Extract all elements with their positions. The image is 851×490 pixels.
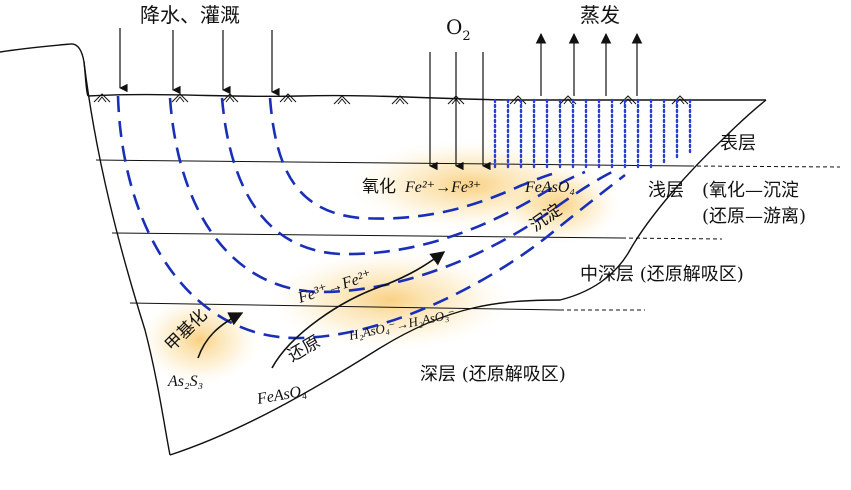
flow-line-3 — [220, 97, 586, 256]
evaporation-label: 蒸发 — [580, 3, 620, 27]
oxygen-arrows — [429, 52, 491, 171]
flow-line-1 — [116, 95, 626, 340]
deep-layer-label: 深层 (还原解吸区) — [420, 364, 566, 385]
basin-left-wall — [83, 61, 171, 456]
glow-reduction — [270, 250, 510, 350]
reaction-glows — [140, 140, 620, 385]
shallow-layer-label: 浅层 — [648, 180, 684, 201]
precipitation-arrows — [119, 28, 280, 97]
shallow-note-reduction: (还原—游离) — [702, 206, 806, 227]
boundary-surface-shallow — [95, 159, 691, 167]
land-surface-left — [0, 43, 89, 97]
methylation-arrow — [197, 312, 244, 359]
reaction-arrows — [197, 251, 446, 369]
boundary-surface-shallow-dashed — [689, 165, 841, 168]
capillary-dots — [493, 98, 692, 170]
boundary-shallow-mid-dashed — [621, 237, 723, 240]
oxygen-label: O2 — [446, 15, 471, 44]
ground-surface — [87, 93, 766, 101]
flow-line-4 — [268, 97, 553, 220]
precip-label: 降水、灌溉 — [140, 3, 240, 27]
feaso4-top-label: FeAsO₄ — [524, 179, 575, 196]
mid-layer-label: 中深层 (还原解吸区) — [580, 264, 744, 285]
feaso4-bottom-label: FeAsO₄ — [255, 383, 308, 409]
basin-bottom — [169, 99, 767, 456]
shallow-note-oxidation: (氧化—沉淀 — [702, 180, 799, 201]
boundary-shallow-mid — [111, 232, 623, 239]
as2s3-label: As₂S₃ — [167, 373, 203, 390]
fe2-to-fe3-label: Fe²⁺→Fe³⁺ — [404, 179, 481, 196]
surface-layer-label: 表层 — [720, 133, 756, 154]
evaporation-arrows — [535, 32, 643, 96]
reduction-arrow — [271, 251, 446, 369]
basin-outline — [0, 43, 767, 456]
oxidation-label: 氧化 — [362, 177, 396, 197]
